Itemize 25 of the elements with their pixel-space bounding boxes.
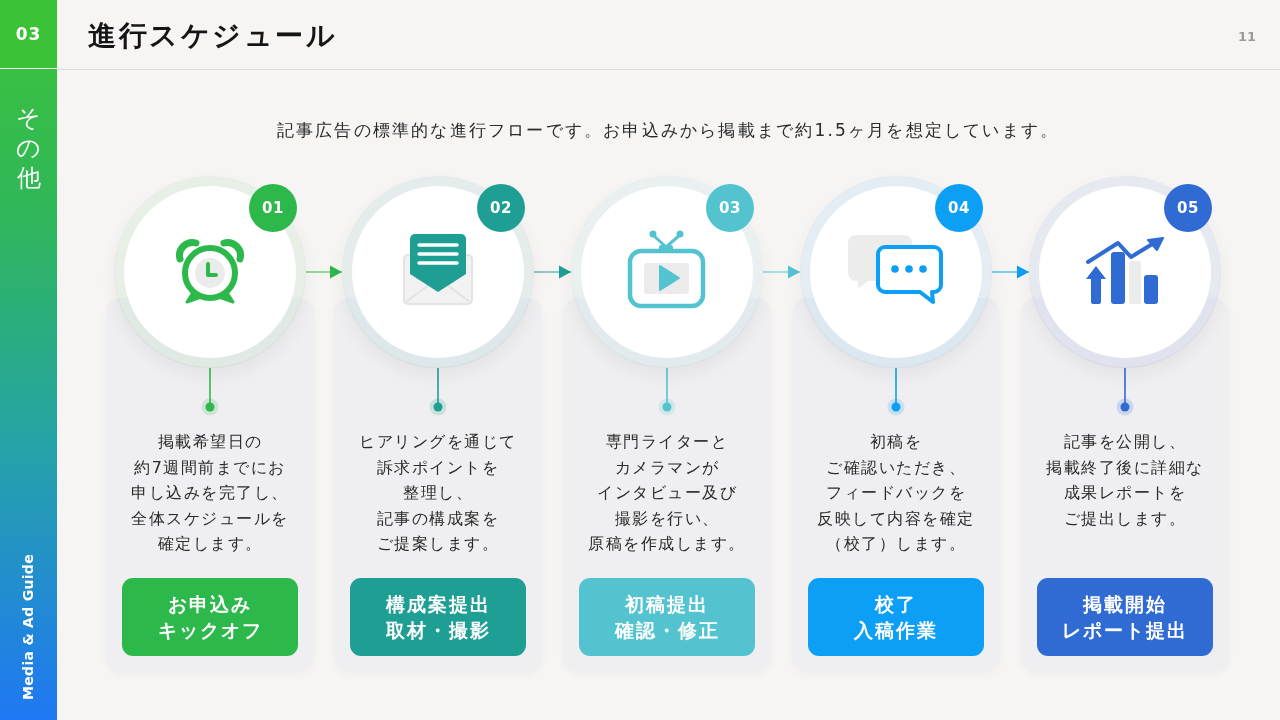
page-number: 11 [1238,29,1257,45]
phase-box: お申込みキックオフ [122,578,298,656]
phase-box: 初稿提出確認・修正 [579,578,755,656]
connector-line [429,367,447,416]
step-description: 記事を公開し、掲載終了後に詳細な成果レポートをご提出します。 [1045,431,1205,530]
arrow [991,265,1030,279]
phase-box: 校了入稿作業 [808,578,984,656]
page-title: 進行スケジュール [88,18,337,54]
intro-text: 記事広告の標準的な進行フローです。お申込みから掲載まで約1.5ヶ月を想定しています。 [276,119,1060,142]
connector-line [658,367,676,416]
arrow [305,265,343,279]
phase-box: 掲載開始レポート提出 [1037,578,1213,656]
step-description: ヒアリングを通じて訴求ポイントを整理し、記事の構成案をご提案します。 [358,431,518,555]
step-description: 掲載希望日の約7週間前までにお申し込みを完了し、全体スケジュールを確定します。 [130,431,290,555]
arrow [533,265,572,279]
phase-box: 構成案提出取材・撮影 [350,578,526,656]
connector-line [201,367,219,416]
arrow [762,265,801,279]
section-label: その他 [16,103,41,193]
connector-line [1116,367,1134,416]
sidebar [0,0,57,720]
step-description: 専門ライターとカメラマンがインタビュー及び撮影を行い、原稿を作成します。 [587,431,747,555]
guide-label: Media & Ad Guide [20,554,36,700]
connector-line [887,367,905,416]
step-description: 初稿をご確認いただき、フィードバックを反映して内容を確定（校了）します。 [816,431,976,555]
